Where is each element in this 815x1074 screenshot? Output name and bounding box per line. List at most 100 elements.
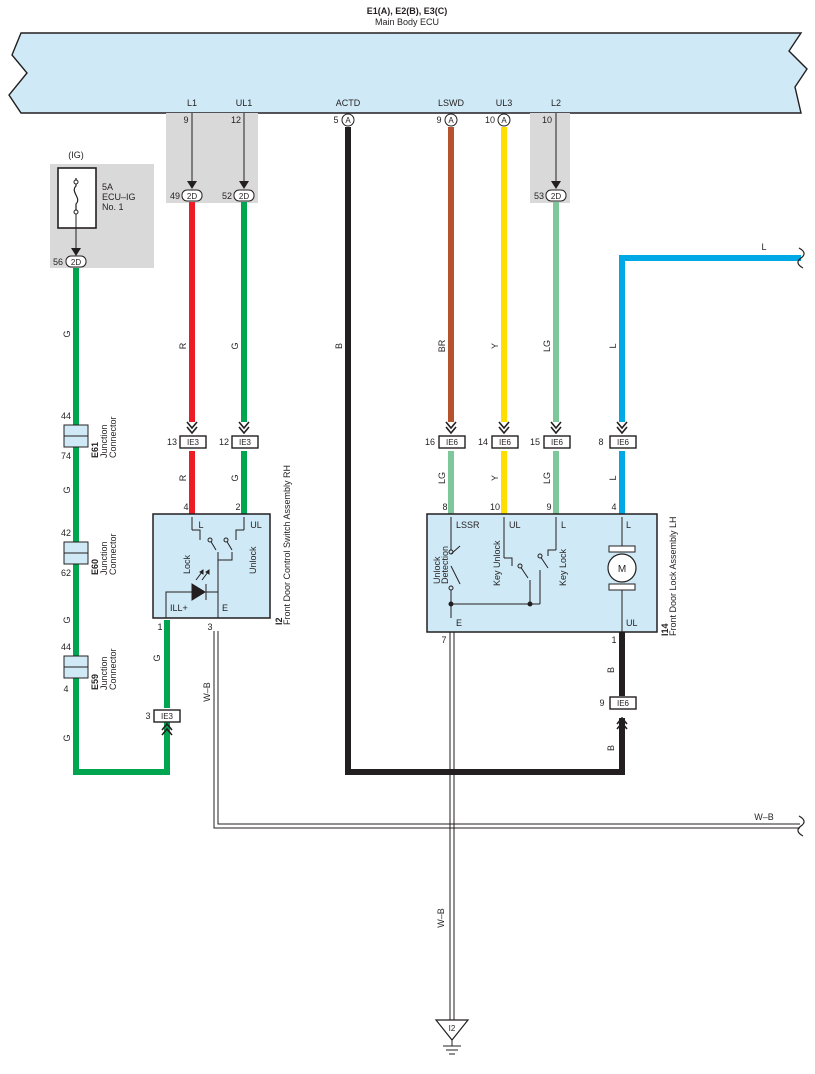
jb-zone-right <box>530 113 570 203</box>
ground-symbol <box>434 1019 470 1055</box>
jb-2d-l1-pin: 49 <box>170 191 180 201</box>
switch-rh-label-ul: UL <box>250 520 262 530</box>
switch-rh-box <box>152 513 271 619</box>
svg-text:2D: 2D <box>71 258 81 267</box>
wire-label-lg-3: LG <box>542 472 552 484</box>
lock-lh-pin-ulm: 1 <box>611 635 616 645</box>
junction-e59-pin-bottom: 4 <box>63 684 68 694</box>
wire-black-actd <box>345 127 625 775</box>
wire-green-left <box>73 268 170 775</box>
wire-label-y-2: Y <box>490 475 500 481</box>
connector-ie6-b-pin: 9 <box>599 698 604 708</box>
connector-ie3-red: IE3 <box>179 435 207 449</box>
svg-text:IE3: IE3 <box>187 438 200 447</box>
wire-label-g-ul1-2: G <box>230 474 240 481</box>
switch-rh-pin-ill: 1 <box>157 622 162 632</box>
lock-lh-label-ulm: UL <box>626 618 638 628</box>
wire-label-g-3: G <box>62 616 72 623</box>
lock-lh-key-lock: Key Lock <box>558 548 568 586</box>
lock-lh-pin-l-motor: 4 <box>611 502 616 512</box>
junction-e61-pin-bottom: 74 <box>61 451 71 461</box>
fuse-supply: (IG) <box>68 150 84 160</box>
connector-ie3-bottom-pin: 3 <box>145 711 150 721</box>
ecu-pin-actd: 5 <box>333 115 338 125</box>
wire-label-r-2: R <box>178 474 188 481</box>
connector-ie6-l: IE6 <box>609 435 637 449</box>
connector-ie3-green-pin: 12 <box>219 437 229 447</box>
ecu-pin-ul1: 12 <box>231 115 241 125</box>
fuse-pin: 56 <box>53 257 63 267</box>
wire-label-y-1: Y <box>490 343 500 349</box>
switch-rh-label-e: E <box>222 603 228 613</box>
arrow-l1 <box>187 181 197 189</box>
junction-e60-name-1: Junction <box>99 541 109 575</box>
svg-text:IE6: IE6 <box>617 699 630 708</box>
junction-e59-pin-top: 44 <box>61 642 71 652</box>
ecu-terminal-lswd: LSWD <box>438 98 465 108</box>
break-blue <box>797 247 805 269</box>
jb-2d-ul1-pin: 52 <box>222 191 232 201</box>
junction-e60-pin-top: 42 <box>61 528 71 538</box>
switch-rh-pin-l: 4 <box>183 502 188 512</box>
lock-lh-pin-lssr: 8 <box>442 502 447 512</box>
connector-ie6-y-pin: 14 <box>478 437 488 447</box>
jb-2d-l2: 2D <box>545 189 567 202</box>
connector-ie6-b: IE6 <box>609 696 637 710</box>
junction-e61-name-1: Junction <box>99 424 109 458</box>
switch-rh-code: I2 <box>274 617 284 625</box>
svg-text:M: M <box>618 564 626 575</box>
motor-icon: M <box>607 545 637 591</box>
lock-lh-label-lssr: LSSR <box>456 520 480 530</box>
wire-blue <box>619 255 801 422</box>
switch-rh-unlock: Unlock <box>248 546 258 574</box>
junction-e59-name-1: Junction <box>99 656 109 690</box>
svg-text:IE3: IE3 <box>239 438 252 447</box>
connector-ie6-br: IE6 <box>438 435 466 449</box>
switch-rh-internal <box>191 517 245 618</box>
lock-lh-name: Front Door Lock Assembly LH <box>668 516 678 636</box>
svg-text:IE6: IE6 <box>499 438 512 447</box>
wire-label-b-1: B <box>334 343 344 349</box>
svg-text:IE6: IE6 <box>551 438 564 447</box>
ecu-pin-l2: 10 <box>542 115 552 125</box>
ecu-connector-a-ul3: A <box>497 113 511 127</box>
lock-lh-pin-ul: 10 <box>490 502 500 512</box>
ecu-name: Main Body ECU <box>375 17 439 27</box>
ecu-pin-l1: 9 <box>183 115 188 125</box>
wire-wb-ground <box>449 631 455 1020</box>
fuse-name-1: ECU–IG <box>102 192 136 202</box>
junction-e59-code: E59 <box>90 674 100 690</box>
ecu-terminal-ul1: UL1 <box>236 98 253 108</box>
lock-lh-unlock-det-1: Unlock <box>432 556 442 584</box>
connector-ie3-green: IE3 <box>231 435 259 449</box>
lock-lh-label-ul: UL <box>509 520 521 530</box>
lock-lh-code: I14 <box>660 623 670 636</box>
ground-code: I2 <box>449 1024 456 1033</box>
wire-label-wb-3: W–B <box>436 908 446 928</box>
lock-lh-internal <box>448 517 623 632</box>
main-body-ecu-box <box>8 32 808 114</box>
lock-lh-pin-l-sw: 9 <box>546 502 551 512</box>
fuse-connector-2d: 2D <box>65 255 87 268</box>
junction-e59-name-2: Connector <box>108 648 118 690</box>
wire-label-g-2: G <box>62 486 72 493</box>
wire-label-g-4: G <box>62 734 72 741</box>
svg-text:2D: 2D <box>239 192 249 201</box>
svg-text:A: A <box>501 116 507 125</box>
junction-e60 <box>63 541 89 565</box>
ecu-pin-lswd: 9 <box>436 115 441 125</box>
junction-e61-name-2: Connector <box>108 416 118 458</box>
switch-rh-lock: Lock <box>182 554 192 574</box>
connector-ie6-lg: IE6 <box>543 435 571 449</box>
lock-lh-label-l: L <box>561 520 566 530</box>
ecu-codes: E1(A), E2(B), E3(C) <box>367 6 448 16</box>
connector-ie3-bottom: IE3 <box>153 709 181 723</box>
wire-label-g-ul1-1: G <box>230 342 240 349</box>
switch-rh-pin-ul: 2 <box>235 502 240 512</box>
fuse-rating: 5A <box>102 182 113 192</box>
lock-lh-key-unlock: Key Unlock <box>492 540 502 586</box>
jb-2d-ul1: 2D <box>233 189 255 202</box>
wire-label-lg-2: LG <box>437 472 447 484</box>
wire-label-lg-1: LG <box>542 340 552 352</box>
